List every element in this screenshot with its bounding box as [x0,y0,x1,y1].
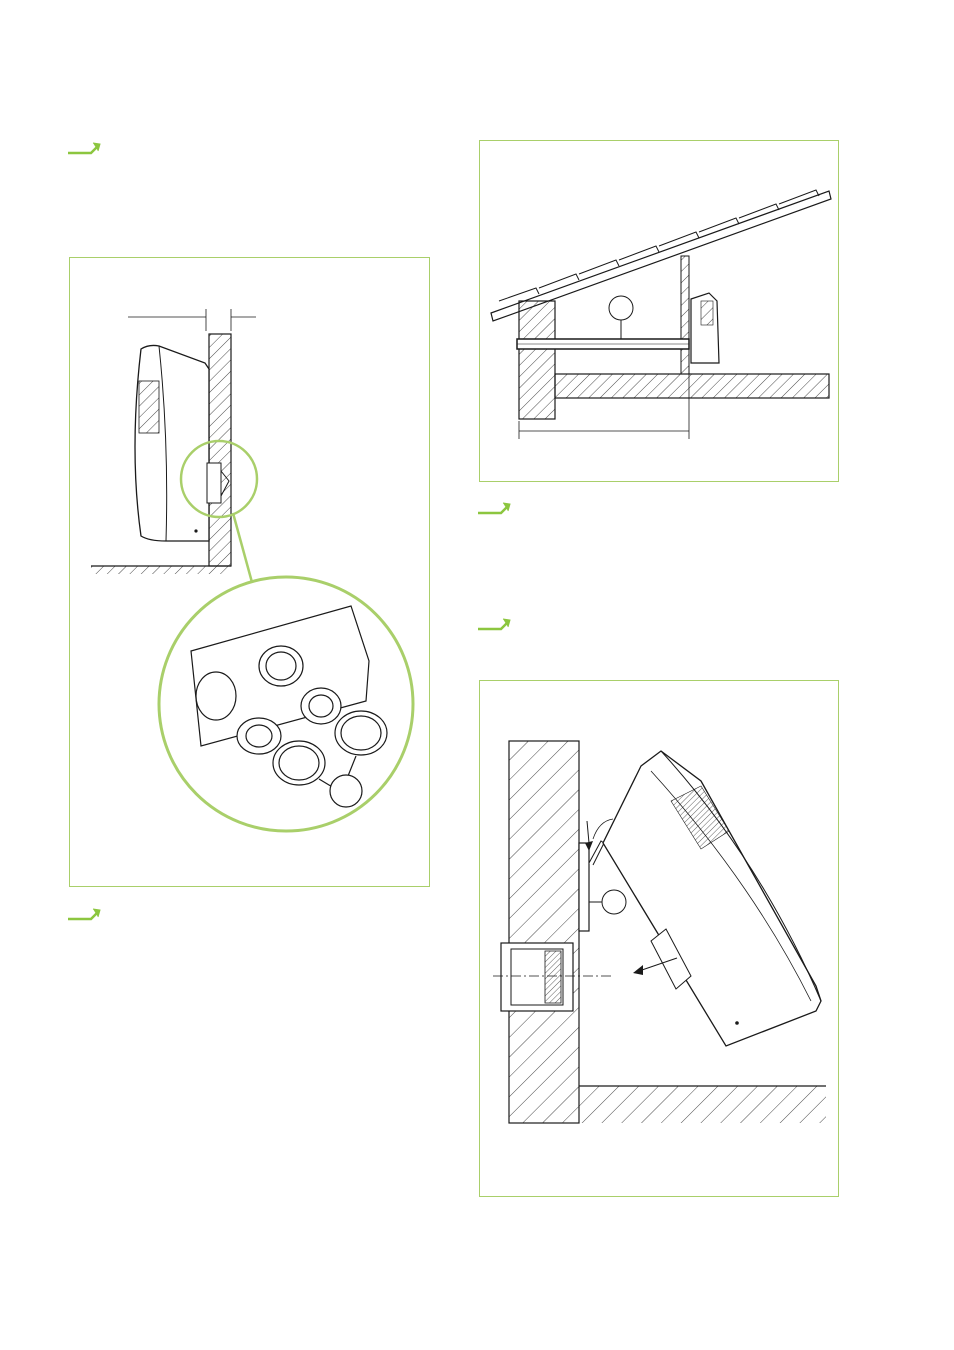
figure-roof-duct-frame [479,140,839,482]
step-arrow-icon [68,908,101,921]
step-arrow-icon [478,618,511,631]
wall-mount-diagram [91,309,415,833]
hanging-unit-diagram [493,740,826,1124]
step-arrow-icon [478,502,511,515]
figure-hanging-frame [479,680,839,1197]
step-arrow-icon [68,142,101,155]
roof-duct-diagram [490,189,832,439]
figure-wall-mount-frame [69,257,430,887]
